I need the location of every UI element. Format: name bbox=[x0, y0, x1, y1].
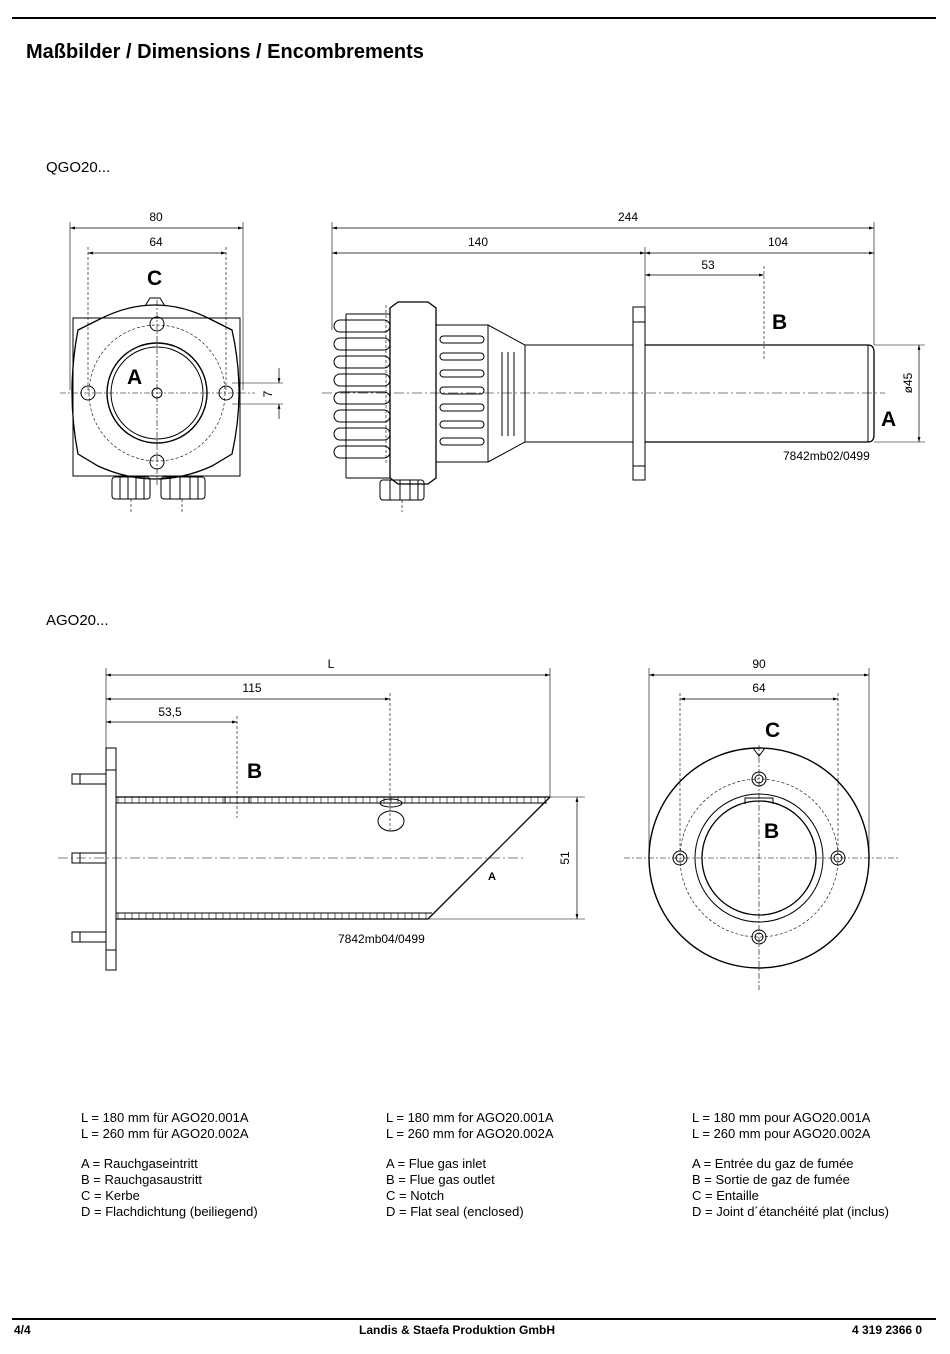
page-title: Maßbilder / Dimensions / Encombrements bbox=[26, 41, 424, 63]
qgo-front-view bbox=[60, 222, 283, 512]
qgo-label-b: B bbox=[772, 311, 787, 334]
qgo-dim-53: 53 bbox=[701, 258, 715, 272]
qgo-dim-140: 140 bbox=[468, 235, 488, 249]
ago-dim-64: 64 bbox=[752, 681, 766, 695]
legend-de-l1: L = 180 mm für AGO20.001A bbox=[81, 1110, 249, 1125]
qgo-dim-d45: ø45 bbox=[901, 372, 915, 393]
legend-french: L = 180 mm pour AGO20.001A L = 260 mm po… bbox=[692, 1110, 889, 1220]
legend-fr-c: C = Entaille bbox=[692, 1188, 759, 1203]
ago-drawing-number: 7842mb04/0499 bbox=[338, 932, 425, 946]
qgo-label-a2: A bbox=[881, 408, 896, 431]
legend-fr-d: D = Joint d´étanchéité plat (inclus) bbox=[692, 1204, 889, 1219]
qgo-dim-80: 80 bbox=[149, 210, 163, 224]
qgo-label-c: C bbox=[147, 267, 162, 290]
ago-section-title: AGO20... bbox=[46, 612, 109, 629]
top-rule bbox=[12, 17, 936, 19]
qgo-dim-244: 244 bbox=[618, 210, 638, 224]
qgo-drawing-number: 7842mb02/0499 bbox=[783, 449, 870, 463]
ago-label-b2: B bbox=[764, 820, 779, 843]
legend-de-a: A = Rauchgaseintritt bbox=[81, 1156, 198, 1171]
bottom-rule bbox=[12, 1318, 936, 1320]
footer-document-number: 4 319 2366 0 bbox=[852, 1323, 923, 1337]
ago-dim-115: 115 bbox=[242, 681, 261, 695]
legend-fr-a: A = Entrée du gaz de fumée bbox=[692, 1156, 854, 1171]
legend-fr-l2: L = 260 mm pour AGO20.002A bbox=[692, 1126, 871, 1141]
legend-english: L = 180 mm for AGO20.001A L = 260 mm for… bbox=[386, 1110, 554, 1220]
ago-dim-53-5: 53,5 bbox=[158, 705, 182, 719]
legend-de-c: C = Kerbe bbox=[81, 1188, 140, 1203]
qgo-side-view bbox=[322, 222, 925, 512]
footer-page-number: 4/4 bbox=[14, 1323, 31, 1337]
ago-dim-90: 90 bbox=[752, 657, 766, 671]
legend-en-l1: L = 180 mm for AGO20.001A bbox=[386, 1110, 554, 1125]
legend-german: L = 180 mm für AGO20.001A L = 260 mm für… bbox=[81, 1110, 258, 1220]
legend-en-b: B = Flue gas outlet bbox=[386, 1172, 495, 1187]
legend-en-a: A = Flue gas inlet bbox=[386, 1156, 487, 1171]
legend-fr-b: B = Sortie de gaz de fumée bbox=[692, 1172, 850, 1187]
ago-dim-l: L bbox=[328, 657, 335, 671]
qgo-dim-64: 64 bbox=[149, 235, 163, 249]
legend-en-d: D = Flat seal (enclosed) bbox=[386, 1204, 524, 1219]
legend-fr-l1: L = 180 mm pour AGO20.001A bbox=[692, 1110, 871, 1125]
legend-en-l2: L = 260 mm for AGO20.002A bbox=[386, 1126, 554, 1141]
ago-dim-51: 51 bbox=[558, 851, 572, 865]
qgo-dim-7: 7 bbox=[261, 390, 275, 397]
legend-de-b: B = Rauchgasaustritt bbox=[81, 1172, 203, 1187]
ago-label-c: C bbox=[765, 719, 780, 742]
legend-de-d: D = Flachdichtung (beiliegend) bbox=[81, 1204, 258, 1219]
legend-en-c: C = Notch bbox=[386, 1188, 445, 1203]
ago-label-b: B bbox=[247, 760, 262, 783]
qgo-dim-104: 104 bbox=[768, 235, 788, 249]
ago-side-view bbox=[58, 668, 585, 971]
qgo-section-title: QGO20... bbox=[46, 159, 111, 176]
qgo-label-a: A bbox=[127, 366, 142, 389]
footer-company: Landis & Staefa Produktion GmbH bbox=[359, 1323, 556, 1337]
legend-de-l2: L = 260 mm für AGO20.002A bbox=[81, 1126, 249, 1141]
ago-front-view bbox=[624, 668, 900, 990]
ago-label-a: A bbox=[488, 871, 496, 883]
